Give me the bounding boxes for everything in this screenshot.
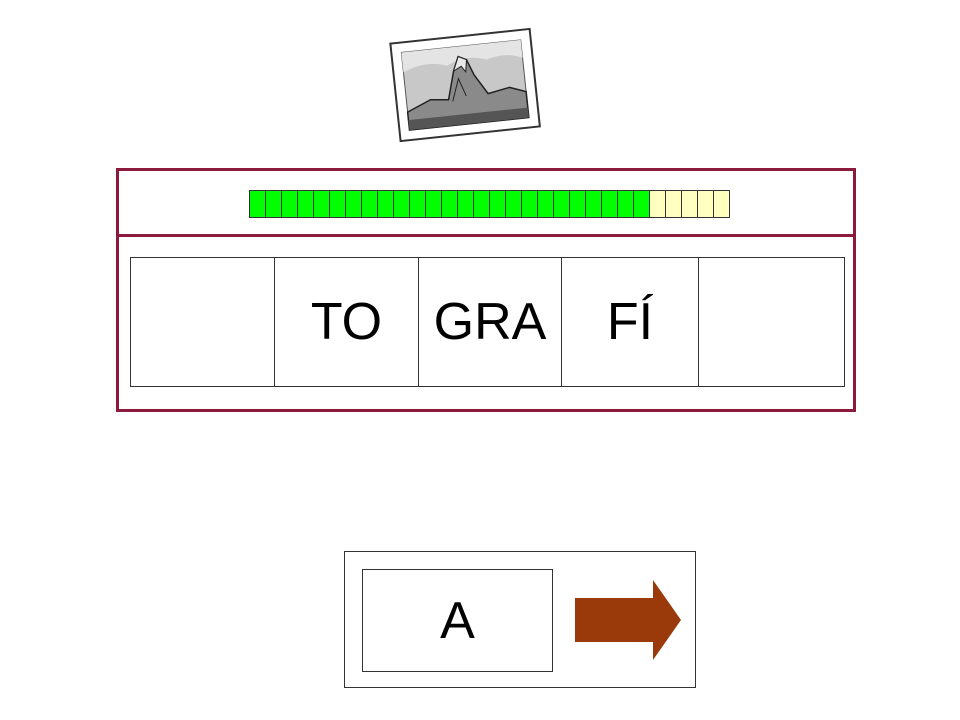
progress-segment-complete [457,190,474,218]
progress-segment-complete [345,190,362,218]
progress-segment-complete [281,190,298,218]
progress-segment-complete [553,190,570,218]
panel-divider [119,234,853,237]
progress-segment-pending [665,190,682,218]
progress-segment-complete [473,190,490,218]
progress-segment-complete [249,190,266,218]
progress-segment-complete [505,190,522,218]
answer-area: A [344,551,696,688]
progress-segment-complete [409,190,426,218]
progress-segment-complete [601,190,618,218]
photo-icon [389,27,541,142]
syllable-slot-1[interactable] [131,258,274,386]
progress-bar [249,190,730,218]
progress-segment-complete [537,190,554,218]
progress-segment-complete [361,190,378,218]
progress-segment-complete [633,190,650,218]
word-panel: TO GRA FÍ [116,168,856,412]
syllable-slot-4[interactable]: FÍ [561,258,698,386]
progress-segment-complete [377,190,394,218]
syllable-option[interactable]: A [362,569,553,672]
arrow-right-icon[interactable] [573,580,683,660]
progress-segment-complete [329,190,346,218]
progress-segment-complete [585,190,602,218]
progress-segment-complete [521,190,538,218]
syllable-slot-2[interactable]: TO [274,258,418,386]
progress-segment-pending [713,190,730,218]
progress-segment-pending [649,190,666,218]
progress-segment-pending [681,190,698,218]
progress-segment-complete [313,190,330,218]
syllable-slot-3[interactable]: GRA [418,258,561,386]
progress-segment-complete [617,190,634,218]
progress-segment-complete [297,190,314,218]
syllable-slot-5[interactable] [698,258,844,386]
progress-segment-complete [265,190,282,218]
progress-segment-complete [393,190,410,218]
progress-segment-complete [441,190,458,218]
progress-segment-complete [425,190,442,218]
progress-segment-pending [697,190,714,218]
progress-segment-complete [489,190,506,218]
syllable-slots: TO GRA FÍ [130,257,845,387]
progress-segment-complete [569,190,586,218]
